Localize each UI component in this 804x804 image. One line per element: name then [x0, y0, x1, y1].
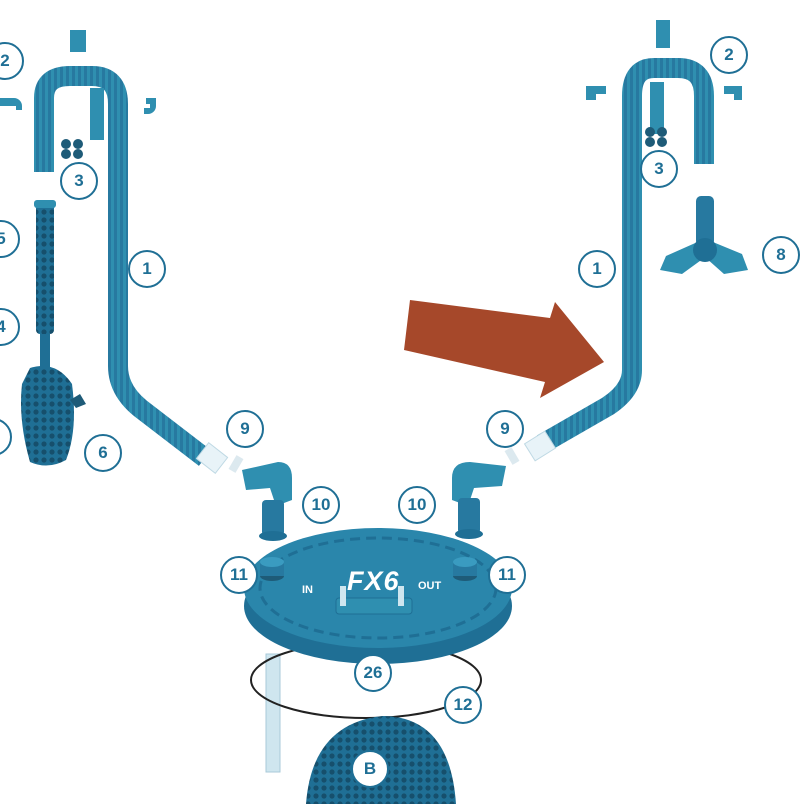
- callout-3-right: 3: [640, 150, 678, 188]
- left-suction-cups: [61, 139, 83, 159]
- right-output-assembly: [452, 20, 748, 539]
- callout-8-right: 8: [762, 236, 800, 274]
- left-tube-end-cap: [195, 442, 229, 474]
- left-intake-assembly: [0, 30, 292, 541]
- callout-3-left: 3: [60, 162, 98, 200]
- right-suction-cups: [645, 127, 667, 147]
- intake-pipe: [265, 653, 281, 773]
- lid-out-label: OUT: [418, 580, 442, 592]
- canister: [244, 528, 512, 804]
- right-valve-stem: [458, 498, 480, 534]
- callout-1-left: 1: [128, 250, 166, 288]
- direction-arrow: [404, 300, 604, 398]
- callout-b: B: [351, 750, 389, 788]
- callout-26: 26: [354, 654, 392, 692]
- left-inner-tube-end: [90, 88, 104, 140]
- right-side-clip-a: [586, 86, 606, 100]
- callout-12: 12: [444, 686, 482, 724]
- callout-9-right: 9: [486, 410, 524, 448]
- lid-logo: FX6: [347, 566, 400, 596]
- left-side-clip-a: [0, 98, 22, 110]
- left-top-clip: [70, 30, 86, 52]
- lid-in-label: IN: [302, 584, 313, 596]
- callout-10-left: 10: [302, 486, 340, 524]
- left-elbow-connector: [242, 462, 292, 506]
- left-intake-extension: [36, 204, 54, 334]
- left-prefilter: [21, 366, 74, 466]
- callout-2-right: 2: [710, 36, 748, 74]
- right-top-clip: [656, 20, 670, 48]
- callout-6-left: 6: [84, 434, 122, 472]
- callout-11-left: 11: [220, 556, 258, 594]
- left-side-clip-b: [144, 98, 156, 114]
- left-intake-tube: [34, 66, 212, 466]
- right-rubber-seal: [504, 447, 520, 465]
- left-valve-stem: [262, 500, 284, 536]
- callout-1-right: 1: [578, 250, 616, 288]
- callout-9-left: 9: [226, 410, 264, 448]
- canister-lid: [244, 528, 512, 648]
- lid-handle: [335, 597, 413, 615]
- right-side-clip-b: [724, 86, 742, 100]
- lid-port-left: [260, 557, 284, 581]
- callout-10-right: 10: [398, 486, 436, 524]
- left-rubber-seal: [228, 455, 244, 473]
- callout-11-right: 11: [488, 556, 526, 594]
- right-flow-nozzle: [660, 196, 748, 274]
- right-output-tube: [537, 58, 714, 453]
- lid-port-right: [453, 557, 477, 581]
- right-elbow-connector: [452, 462, 506, 506]
- right-tube-end-cap: [523, 430, 557, 462]
